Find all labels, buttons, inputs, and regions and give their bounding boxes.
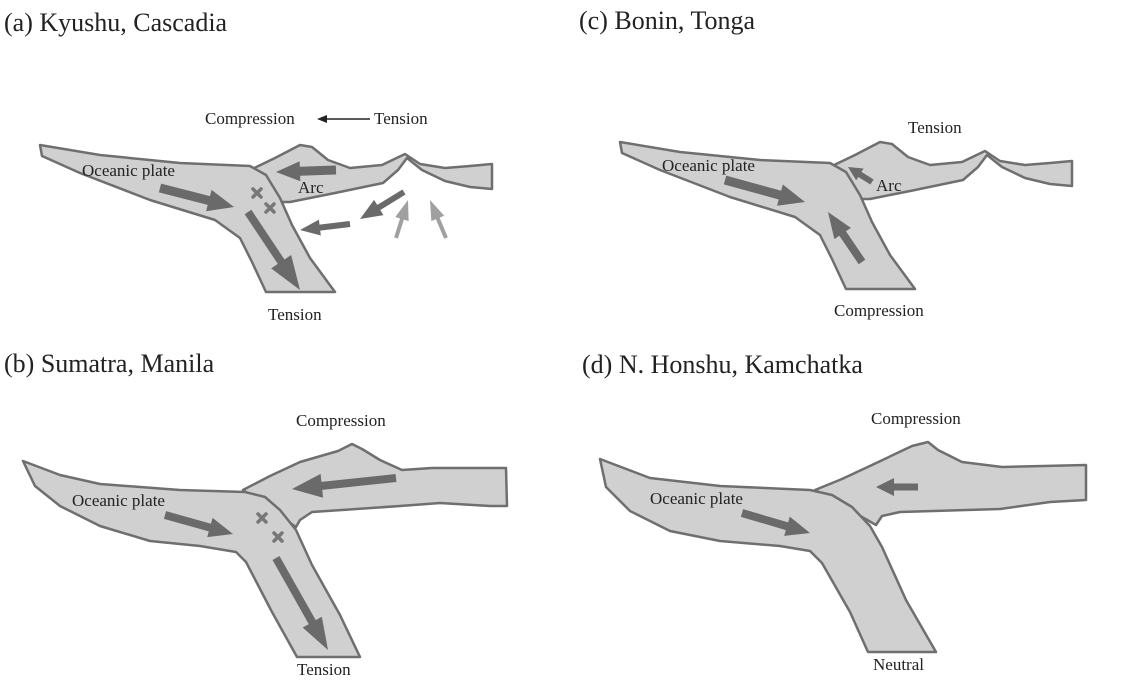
panel-a-tension-top-label: Tension xyxy=(374,109,428,128)
slab-compression-arrow-icon xyxy=(828,212,866,265)
arc-compression-arrow-icon xyxy=(876,478,918,496)
panel-b-title: (b) Sumatra, Manila xyxy=(4,349,215,378)
stress-arrows xyxy=(158,161,918,650)
earthquake-markers xyxy=(251,187,284,543)
arc-compression-arrow-icon xyxy=(276,161,337,182)
mantle-flow-arrow-icon xyxy=(300,219,351,236)
earthquake-x-icon xyxy=(256,512,268,524)
upwelling-arrow-icon xyxy=(430,200,448,239)
panel-d-compression-label: Compression xyxy=(871,409,961,428)
panel-a: (a) Kyushu, Cascadia Oceanic plate Arc C… xyxy=(4,8,494,324)
plate-motion-arrow-icon xyxy=(740,509,810,536)
panel-b: (b) Sumatra, Manila Oceanic plate Compre… xyxy=(4,349,509,679)
panel-c-arc-label: Arc xyxy=(876,176,902,195)
panel-c: (c) Bonin, Tonga Oceanic plate Arc Tensi… xyxy=(579,6,1074,320)
overriding-plate-arc xyxy=(813,440,1088,527)
oceanic-plate-slab xyxy=(38,143,337,294)
oceanic-plate-slab xyxy=(21,459,362,659)
slab-tension-arrow-icon xyxy=(244,209,300,290)
overriding-plate-arc xyxy=(241,442,509,529)
overriding-plate-arc xyxy=(248,143,494,204)
panel-c-title: (c) Bonin, Tonga xyxy=(579,6,756,35)
panel-b-slab-label: Tension xyxy=(297,660,351,679)
panel-d-plate-label: Oceanic plate xyxy=(650,489,743,508)
panel-b-compression-label: Compression xyxy=(296,411,386,430)
upwelling-arrow-icon xyxy=(394,200,409,239)
panel-a-shapes xyxy=(38,143,494,294)
panel-d: (d) N. Honshu, Kamchatka Oceanic plate C… xyxy=(582,350,1088,674)
earthquake-x-icon xyxy=(264,202,276,214)
panel-c-slab-label: Compression xyxy=(834,301,924,320)
plate-motion-arrow-icon xyxy=(723,175,805,206)
earthquake-x-icon xyxy=(251,187,263,199)
earthquake-x-icon xyxy=(272,531,284,543)
arc-compression-arrow-icon xyxy=(292,473,397,498)
plate-motion-arrow-icon xyxy=(158,183,234,212)
panel-c-tension-label: Tension xyxy=(908,118,962,137)
transition-arrow-icon xyxy=(317,115,370,123)
plate-motion-arrow-icon xyxy=(163,511,233,538)
panel-a-compression-label: Compression xyxy=(205,109,295,128)
slab-tension-arrow-icon xyxy=(272,556,328,650)
panel-a-plate-label: Oceanic plate xyxy=(82,161,175,180)
panel-a-slab-label: Tension xyxy=(268,305,322,324)
oceanic-plate-slab xyxy=(598,457,938,654)
panel-d-slab-label: Neutral xyxy=(873,655,924,674)
mantle-flow-arrow-icon xyxy=(360,189,406,219)
panel-c-plate-label: Oceanic plate xyxy=(662,156,755,175)
arc-tension-arrow-icon xyxy=(848,167,874,185)
panel-a-title: (a) Kyushu, Cascadia xyxy=(4,8,228,37)
panel-a-arc-label: Arc xyxy=(298,178,324,197)
panel-d-title: (d) N. Honshu, Kamchatka xyxy=(582,350,863,379)
panel-b-plate-label: Oceanic plate xyxy=(72,491,165,510)
